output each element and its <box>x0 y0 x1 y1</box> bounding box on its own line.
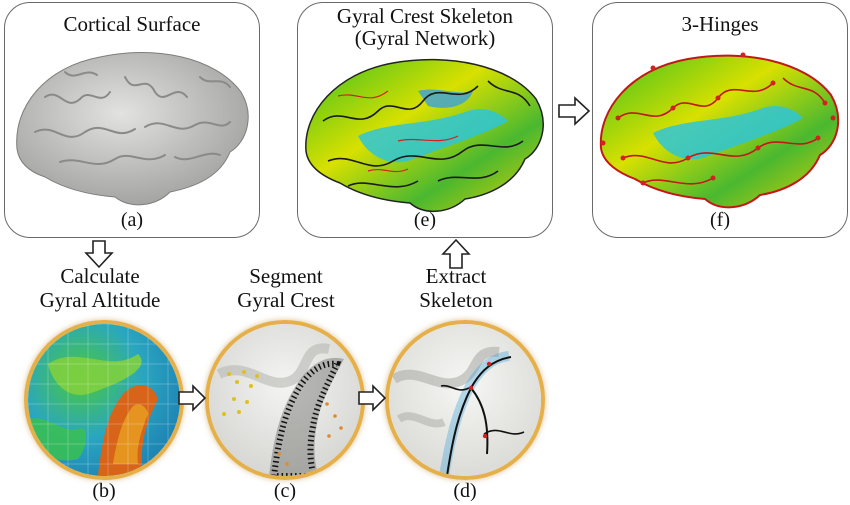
panel-gyral-network: Gyral Crest Skeleton (Gyral Network) (e <box>297 2 553 238</box>
panel-f-title: 3-Hinges <box>681 12 759 36</box>
arrow-up-icon <box>441 238 471 269</box>
brain-gray-image <box>16 52 249 206</box>
brain-altitude-skeleton-image <box>305 58 544 213</box>
step-d-label: (d) <box>453 480 477 502</box>
panel-f-label: (f) <box>710 209 730 231</box>
step-b-title: Calculate Gyral Altitude <box>15 264 185 312</box>
step-b-label: (b) <box>92 480 116 502</box>
circle-gyral-crest <box>205 320 365 480</box>
arrow-right-icon <box>558 96 591 126</box>
panel-a-label: (a) <box>120 209 144 231</box>
brain-3-hinges-image <box>599 52 840 209</box>
panel-e-title-line2: (Gyral Network) <box>354 26 496 50</box>
arrow-right-icon <box>178 384 207 412</box>
step-c-label: (c) <box>273 480 297 502</box>
panel-a-title: Cortical Surface <box>63 12 201 36</box>
step-c-title: Segment Gyral Crest <box>201 264 371 312</box>
circle-skeleton <box>385 320 545 480</box>
panel-3-hinges: 3-Hinges (f) <box>592 2 848 238</box>
panel-e-title-line1: Gyral Crest Skeleton <box>336 4 514 28</box>
panel-e-label: (e) <box>413 209 437 231</box>
step-d-title: Extract Skeleton <box>371 264 541 312</box>
step-d-line1: Extract <box>425 264 487 288</box>
panel-cortical-surface: Cortical Surface (a) <box>4 2 260 238</box>
arrow-right-icon <box>358 384 387 412</box>
arrow-down-icon <box>84 240 114 269</box>
step-d-line2: Skeleton <box>419 288 493 312</box>
step-b-line1: Calculate <box>60 264 140 288</box>
circle-gyral-altitude <box>24 320 184 480</box>
step-c-line1: Segment <box>249 264 323 288</box>
step-b-line2: Gyral Altitude <box>39 288 161 312</box>
step-c-line2: Gyral Crest <box>237 288 335 312</box>
